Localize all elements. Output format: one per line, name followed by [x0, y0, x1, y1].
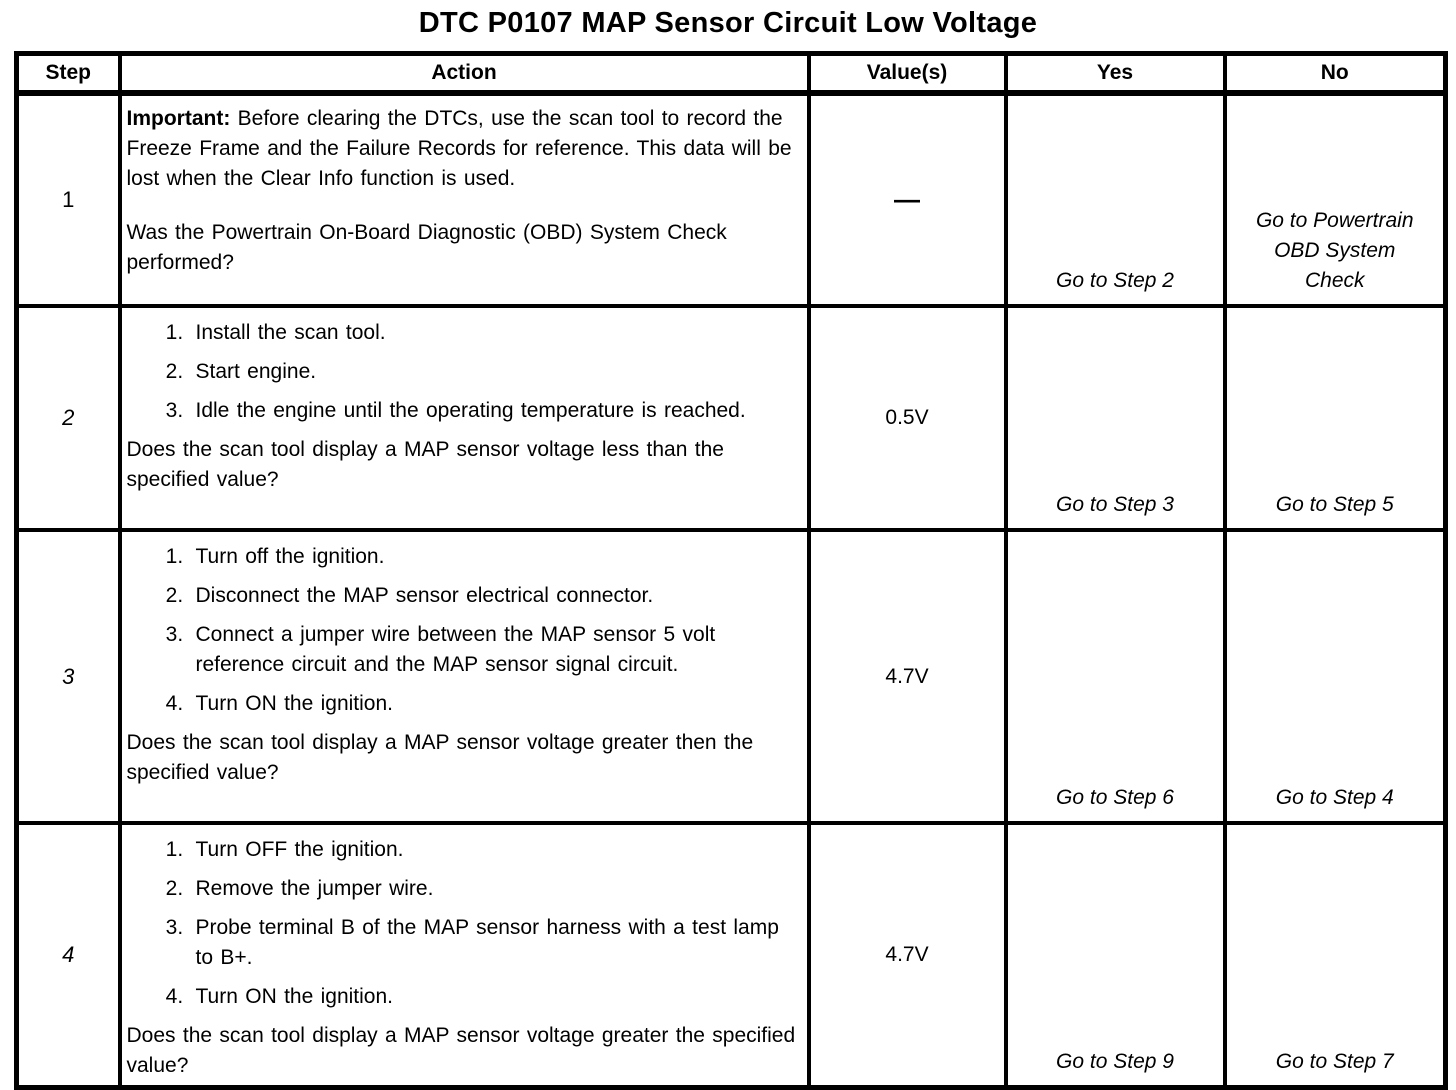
- yes-cell: Go to Step 3: [1003, 304, 1227, 532]
- table-row-step-3: 3 Turn off the ignition. Disconnect the …: [14, 528, 1448, 825]
- step-number: 1: [14, 91, 122, 308]
- table-row-step-4: 4 Turn OFF the ignition. Remove the jump…: [14, 821, 1448, 1090]
- header-step: Step: [14, 51, 122, 96]
- step-number: 3: [14, 528, 122, 825]
- action-cell: Turn off the ignition. Disconnect the MA…: [117, 528, 811, 825]
- table-row-step-2: 2 Install the scan tool. Start engine. I…: [14, 304, 1448, 532]
- value-cell: 4.7V: [806, 821, 1008, 1090]
- value-cell: 4.7V: [806, 528, 1008, 825]
- no-cell-text: Go to Powertrain OBD System Check: [1255, 209, 1414, 292]
- no-cell: Go to Step 5: [1222, 304, 1448, 532]
- action-step-list: Turn OFF the ignition. Remove the jumper…: [127, 835, 799, 1012]
- header-values: Value(s): [806, 51, 1008, 96]
- important-label: Important:: [126, 107, 231, 130]
- question-text: Was the Powertrain On-Board Diagnostic (…: [126, 221, 727, 274]
- page-title: DTC P0107 MAP Sensor Circuit Low Voltage: [418, 7, 1038, 39]
- yes-cell: Go to Step 6: [1003, 528, 1227, 825]
- value-cell: —: [806, 91, 1008, 308]
- header-row: Step Action Value(s) Yes No: [14, 51, 1448, 96]
- no-cell: Go to Powertrain OBD System Check: [1222, 91, 1448, 308]
- action-step-item: Turn ON the ignition.: [191, 982, 799, 1012]
- action-step-item: Remove the jumper wire.: [191, 874, 799, 904]
- value-cell: 0.5V: [806, 304, 1008, 532]
- no-cell: Go to Step 4: [1222, 528, 1448, 825]
- action-step-item: Start engine.: [191, 357, 799, 387]
- dtc-diagnostic-table: Step Action Value(s) Yes No 1 Important:…: [14, 51, 1448, 1090]
- action-step-item: Install the scan tool.: [191, 318, 799, 348]
- action-cell: Important: Before clearing the DTCs, use…: [117, 91, 811, 308]
- action-step-item: Connect a jumper wire between the MAP se…: [191, 620, 799, 680]
- step-number: 4: [14, 821, 122, 1090]
- yes-cell: Go to Step 2: [1003, 91, 1227, 308]
- step-number: 2: [14, 304, 122, 532]
- action-step-item: Idle the engine until the operating temp…: [191, 396, 799, 426]
- question-text: Does the scan tool display a MAP sensor …: [126, 1024, 796, 1077]
- action-step-list: Turn off the ignition. Disconnect the MA…: [127, 542, 799, 719]
- action-cell: Turn OFF the ignition. Remove the jumper…: [117, 821, 811, 1090]
- action-step-list: Install the scan tool. Start engine. Idl…: [127, 318, 799, 426]
- yes-cell: Go to Step 9: [1003, 821, 1227, 1090]
- action-cell: Install the scan tool. Start engine. Idl…: [117, 304, 811, 532]
- question-text: Does the scan tool display a MAP sensor …: [126, 731, 754, 784]
- table-row-step-1: 1 Important: Before clearing the DTCs, u…: [14, 91, 1448, 308]
- action-step-item: Turn off the ignition.: [191, 542, 799, 572]
- no-value-dash: —: [894, 183, 920, 214]
- important-note: Important: Before clearing the DTCs, use…: [127, 104, 799, 194]
- action-step-item: Disconnect the MAP sensor electrical con…: [191, 581, 799, 611]
- action-step-item: Probe terminal B of the MAP sensor harne…: [191, 913, 799, 973]
- question-text: Does the scan tool display a MAP sensor …: [126, 438, 724, 491]
- action-step-item: Turn OFF the ignition.: [191, 835, 799, 865]
- important-text: Before clearing the DTCs, use the scan t…: [126, 107, 792, 190]
- no-cell: Go to Step 7: [1222, 821, 1448, 1090]
- header-yes: Yes: [1003, 51, 1227, 96]
- header-action: Action: [117, 51, 811, 96]
- action-step-item: Turn ON the ignition.: [191, 689, 799, 719]
- header-no: No: [1222, 51, 1448, 96]
